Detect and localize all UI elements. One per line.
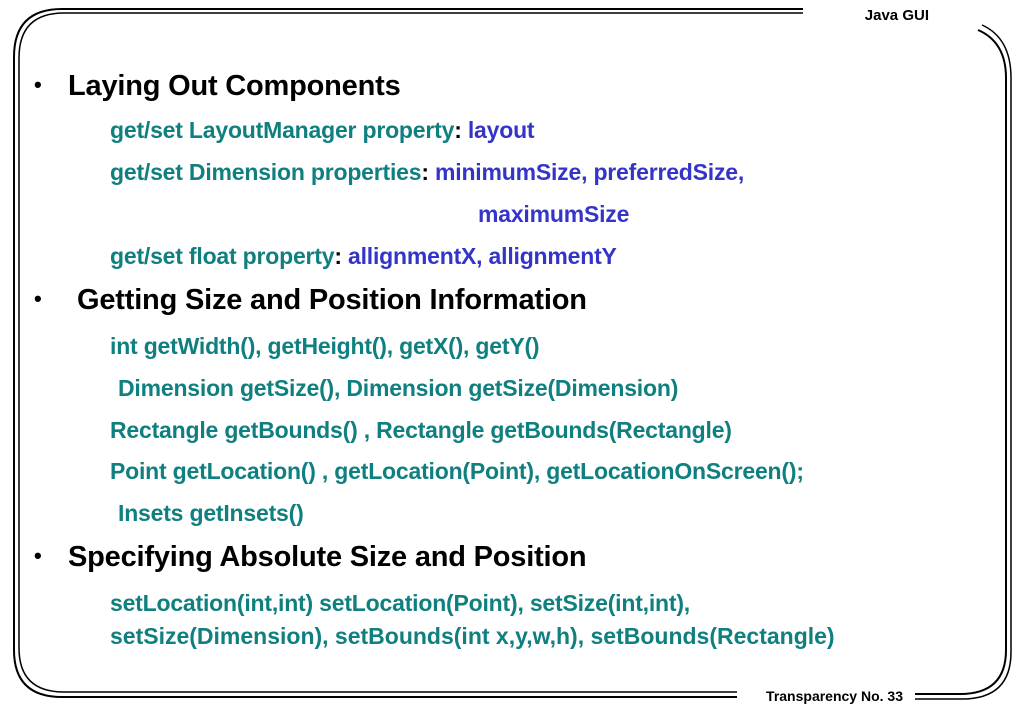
bullet-icon: • — [34, 286, 42, 311]
section-heading: •Laying Out Components — [34, 70, 401, 102]
list-item: get/set Dimension properties: minimumSiz… — [110, 159, 745, 185]
list-item: get/set LayoutManager property: layout — [110, 117, 535, 143]
list-item: Insets getInsets() — [118, 500, 304, 526]
list-item: setLocation(int,int) setLocation(Point),… — [110, 590, 690, 616]
list-item: Point getLocation() , getLocation(Point)… — [110, 458, 804, 484]
header-title: Java GUI — [864, 7, 929, 24]
bullet-icon: • — [34, 72, 42, 97]
list-item-continuation: setSize(Dimension), setBounds(int x,y,w,… — [110, 623, 835, 649]
bullet-icon: • — [34, 543, 42, 568]
list-item: Dimension getSize(), Dimension getSize(D… — [118, 375, 679, 401]
list-item: maximumSize — [478, 201, 630, 227]
list-item: int getWidth(), getHeight(), getX(), get… — [110, 333, 540, 359]
list-item: Rectangle getBounds() , Rectangle getBou… — [110, 417, 732, 443]
list-item: get/set float property: allignmentX, all… — [110, 243, 617, 269]
section-heading: •Getting Size and Position Information — [34, 284, 587, 316]
transparency-number: Transparency No. 33 — [764, 688, 905, 704]
section-heading: •Specifying Absolute Size and Position — [34, 541, 587, 573]
